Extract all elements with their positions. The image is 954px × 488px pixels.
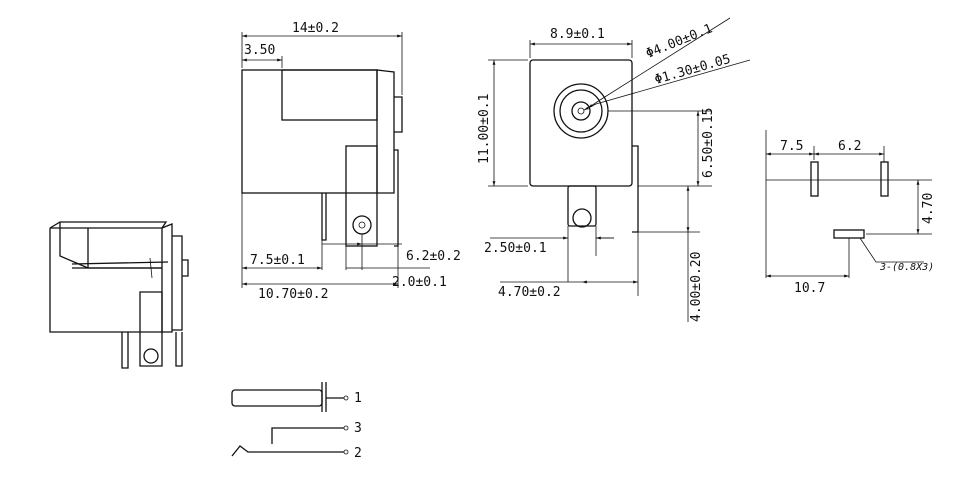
side-depth-dim: 10.70±0.2 xyxy=(258,287,328,302)
front-hole-outer-dim: Φ4.00±0.1 xyxy=(644,21,715,61)
side-rear-pin-dim: 6.2±0.2 xyxy=(406,249,461,264)
side-pin-gap-dim: 2.0±0.1 xyxy=(392,275,447,290)
footprint-hole-note: 3-(0.8X3) xyxy=(879,262,934,273)
footprint-total-dim: 10.7 xyxy=(794,281,825,296)
front-height-dim: 11.00±0.1 xyxy=(477,94,492,164)
pcb-footprint xyxy=(765,130,932,278)
footprint-dim-a: 7.5 xyxy=(780,139,803,154)
perspective-view xyxy=(49,221,189,369)
footprint-dim-b: 6.2 xyxy=(838,139,861,154)
side-overall-width: 14±0.2 xyxy=(292,21,339,36)
front-pin-length-dim: 4.00±0.20 xyxy=(689,252,704,322)
side-front-pin-dim: 7.5±0.1 xyxy=(250,253,305,268)
front-width-dim: 8.9±0.1 xyxy=(550,27,605,42)
front-center-height-dim: 6.50±0.15 xyxy=(701,108,716,178)
schematic-pin-2: 2 xyxy=(354,446,362,461)
front-pin-offset-dim: 4.70±0.2 xyxy=(498,285,561,300)
schematic-pin-1: 1 xyxy=(354,391,362,406)
side-view xyxy=(241,32,430,288)
footprint-dim-c: 4.70 xyxy=(921,193,936,224)
front-pin-width-dim: 2.50±0.1 xyxy=(484,241,547,256)
side-step: 3.50 xyxy=(244,43,275,58)
schematic-pin-3: 3 xyxy=(354,421,362,436)
front-hole-inner-dim: Φ1.30±0.05 xyxy=(653,52,732,88)
schematic-symbol xyxy=(231,382,349,457)
front-view xyxy=(488,17,751,322)
